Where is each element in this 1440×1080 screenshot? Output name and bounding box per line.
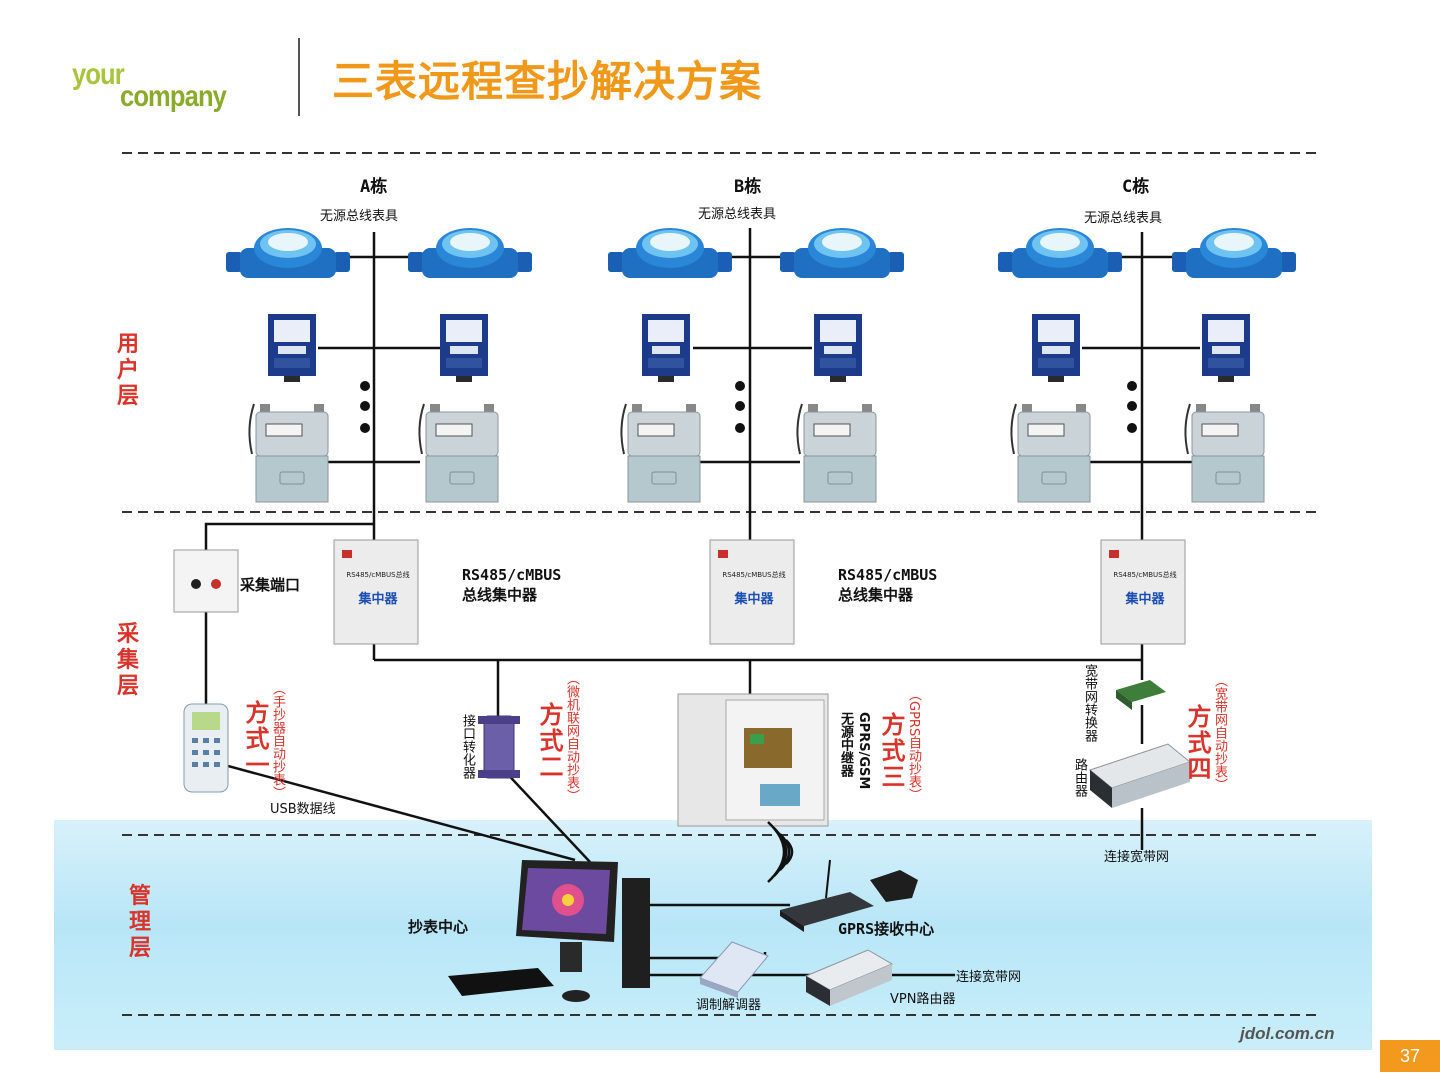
mode-2-name: 方式二 bbox=[535, 702, 563, 780]
concentrator-label-2-line1: RS485/cMBUS bbox=[838, 566, 938, 584]
building-a-name: A栋 bbox=[360, 177, 388, 197]
mode-2-desc: （微机联网自动抄表） bbox=[564, 672, 579, 802]
reading-center-label: 抄表中心 bbox=[408, 918, 469, 936]
wireless-signal bbox=[767, 821, 794, 883]
connect-broadband-2-label: 连接宽带网 bbox=[956, 970, 1022, 985]
layer-label-user: 用户层 bbox=[116, 332, 139, 409]
building-a-subtitle: 无源总线表具 bbox=[320, 209, 399, 224]
source-credit: jdol.com.cn bbox=[1240, 1024, 1335, 1043]
mode-4-desc: （宽带网自动抄表） bbox=[1212, 674, 1227, 791]
concentrator-c-top: RS485/cMBUS总线 bbox=[1113, 571, 1177, 579]
mode-1-name: 方式一 bbox=[241, 700, 269, 778]
concentrator-a-top: RS485/cMBUS总线 bbox=[346, 571, 410, 579]
concentrator-label-1-line2: 总线集中器 bbox=[462, 586, 538, 604]
concentrator-b-top: RS485/cMBUS总线 bbox=[722, 571, 786, 579]
usb-cable-label: USB数据线 bbox=[270, 802, 336, 817]
connect-broadband-1-label: 连接宽带网 bbox=[1104, 850, 1170, 865]
building-b-subtitle: 无源总线表具 bbox=[698, 207, 777, 222]
converter-label: 接口转化器 bbox=[460, 714, 475, 779]
concentrator-label-2-line2: 总线集中器 bbox=[838, 586, 914, 604]
title-divider bbox=[298, 38, 300, 116]
relay-label-line1: GPRS/GSM bbox=[856, 712, 871, 790]
layer-separators bbox=[122, 152, 1320, 1016]
building-c-subtitle: 无源总线表具 bbox=[1084, 211, 1163, 226]
mode-4-name: 方式四 bbox=[1183, 704, 1211, 782]
water-background bbox=[54, 820, 1372, 1050]
building-b-name: B栋 bbox=[734, 177, 762, 197]
concentrator-c-main: 集中器 bbox=[1125, 592, 1165, 607]
router-vertical-label: 路由器 bbox=[1072, 758, 1087, 797]
mode-1-desc: （手抄器自动抄表） bbox=[270, 682, 285, 799]
layer-label-collect: 采集层 bbox=[116, 622, 139, 699]
modem-label: 调制解调器 bbox=[696, 998, 762, 1013]
relay-label-line2: 无源中继器 bbox=[838, 712, 853, 777]
mode-3-desc: （GPRS自动抄表） bbox=[906, 688, 921, 802]
building-c-name: C栋 bbox=[1122, 177, 1150, 197]
concentrator-b-main: 集中器 bbox=[734, 592, 774, 607]
vpn-router-label: VPN路由器 bbox=[890, 992, 956, 1007]
company-logo-line2: company bbox=[120, 80, 227, 113]
ellipsis-dots bbox=[360, 381, 1137, 433]
mode-3-name: 方式三 bbox=[877, 712, 905, 790]
company-logo-line1: your bbox=[72, 58, 125, 91]
concentrator-a-main: 集中器 bbox=[358, 592, 398, 607]
collect-port-label: 采集端口 bbox=[240, 576, 301, 594]
page-number: 37 bbox=[1380, 1040, 1440, 1072]
broadband-converter-label: 宽带网转换器 bbox=[1082, 664, 1097, 742]
page-title: 三表远程查抄解决方案 bbox=[332, 57, 763, 106]
gprs-center-label: GPRS接收中心 bbox=[838, 920, 935, 938]
layer-label-manage: 管理层 bbox=[128, 884, 151, 961]
concentrator-label-1-line1: RS485/cMBUS bbox=[462, 566, 562, 584]
